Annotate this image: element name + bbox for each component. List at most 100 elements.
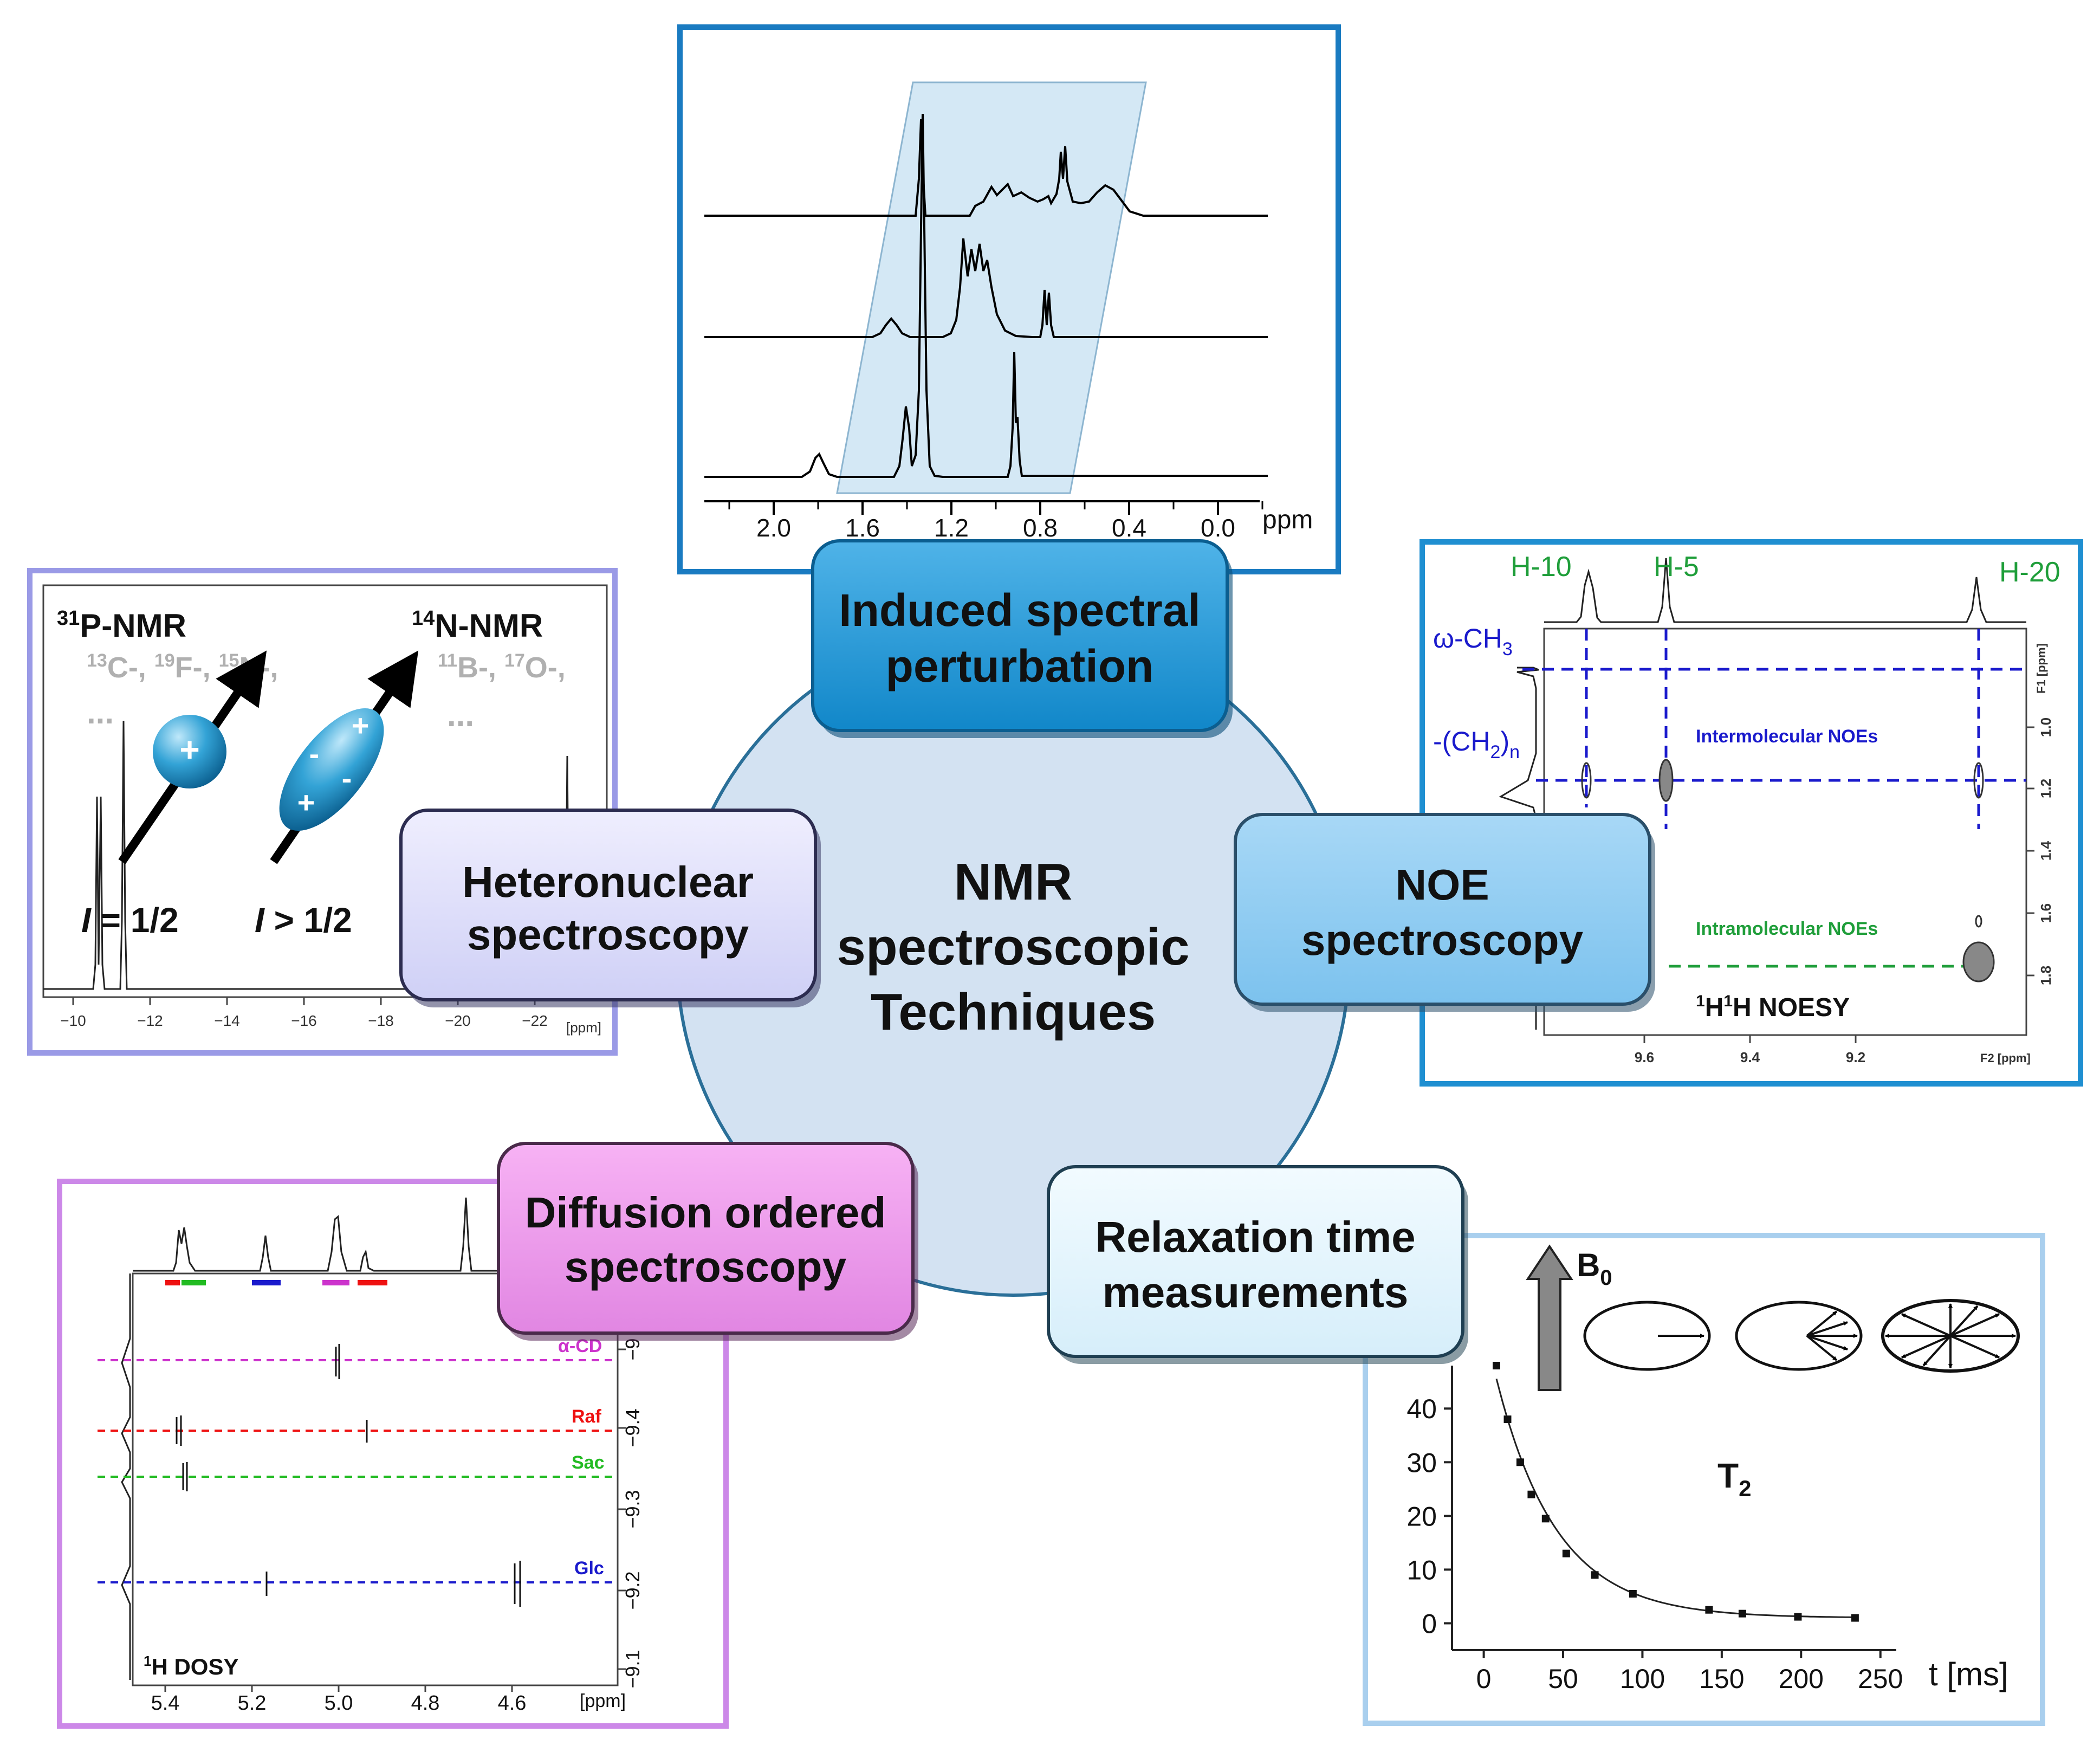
spectrum-trace-bottom <box>704 113 1268 478</box>
relax-button-body[interactable] <box>1047 1165 1464 1358</box>
noe-y-unit: F1 [ppm] <box>2034 643 2048 694</box>
t2-data-point <box>1562 1549 1570 1557</box>
t2-label: T2 <box>1717 1456 1751 1501</box>
hetero-tick-label: −10 <box>60 1012 86 1029</box>
t2-data-point <box>1541 1515 1550 1523</box>
b0-label: B0 <box>1577 1247 1612 1290</box>
dosy-title: 1H DOSY <box>144 1653 239 1679</box>
relax-button-line1: Relaxation time <box>1095 1213 1415 1261</box>
dephased-vectors <box>1885 1303 2016 1368</box>
t2-data-point <box>1705 1606 1713 1614</box>
center-title-line1: NMR <box>954 853 1073 911</box>
b0-field-arrow-icon <box>1526 1244 1573 1391</box>
fan-vector <box>1806 1335 1848 1350</box>
hetero-14n-label: 14N-NMR <box>412 607 543 644</box>
relax-x-tick-label: 250 <box>1858 1664 1903 1694</box>
noe-x-unit: F2 [ppm] <box>1980 1051 2031 1065</box>
heteronuclear-spectroscopy-button[interactable]: Heteronuclear spectroscopy <box>399 809 821 1007</box>
dephase-vector <box>1901 1313 1951 1337</box>
dosy-label-glc: Glc <box>574 1558 604 1579</box>
center-title-line3: Techniques <box>871 983 1156 1041</box>
noe-y-tick-label: 1.8 <box>2038 966 2054 985</box>
dosy-2d-plot-frame <box>132 1272 619 1686</box>
relaxation-time-measurements-button[interactable]: Relaxation time measurements <box>1047 1165 1468 1364</box>
noe-spectroscopy-button[interactable]: NOE spectroscopy <box>1234 813 1655 1012</box>
relax-y-tick-label: 30 <box>1407 1447 1437 1478</box>
t2-data-point <box>1591 1571 1599 1579</box>
hetero-peak-doublet-left <box>43 720 607 990</box>
dosy-label-raf: Raf <box>572 1406 601 1427</box>
noe-crosspeak <box>1973 762 1984 799</box>
noe-intermolecular-label: Intermolecular NOEs <box>1696 726 1878 747</box>
noe-projection-top <box>1544 558 2026 623</box>
t2-data-point <box>1851 1614 1859 1622</box>
noe-ch2-label: -(CH2)n <box>1433 726 1520 762</box>
relax-x-tick-label: 150 <box>1699 1664 1744 1694</box>
relax-x-unit: t [ms] <box>1929 1656 2008 1692</box>
induced-spectral-perturbation-button[interactable]: Induced spectral perturbation <box>811 539 1233 738</box>
spin-quadrupole-label: I > 1/2 <box>255 901 352 940</box>
noe-button-line2: spectroscopy <box>1301 916 1584 964</box>
quad-charge-minus-right: - <box>342 761 352 795</box>
noe-title: 1H1H NOESY <box>1696 992 1850 1022</box>
diffusion-ordered-spectroscopy-button[interactable]: Diffusion ordered spectroscopy <box>497 1142 918 1341</box>
hetero-tick-label: −20 <box>445 1012 471 1029</box>
dephase-vector <box>1950 1335 2000 1359</box>
diffusion-button-body[interactable] <box>497 1142 915 1335</box>
noe-projection-left <box>1499 667 1539 1030</box>
dosy-x-tick-label: 4.8 <box>411 1692 440 1715</box>
relax-y-tick-label: 20 <box>1407 1501 1437 1531</box>
dosy-y-ticks: −9−9.4−9.3−9.2−9.1 <box>618 1338 644 1689</box>
t2-data-point <box>1516 1458 1524 1466</box>
diffusion-button-line2: spectroscopy <box>565 1243 847 1291</box>
t2-data-point <box>1503 1415 1512 1424</box>
induced-tick-label: 0.0 <box>1201 514 1235 542</box>
dosy-y-tick-label: −9.4 <box>621 1408 644 1447</box>
hetero-button-body[interactable] <box>399 809 817 1001</box>
induced-tick-label: 2.0 <box>756 514 791 542</box>
fan-vector <box>1806 1335 1838 1361</box>
diffusion-button-line1: Diffusion ordered <box>525 1188 886 1237</box>
hetero-tick-label: −14 <box>214 1012 240 1029</box>
relax-x-tick-label: 200 <box>1779 1664 1824 1694</box>
spectrum-trace-top <box>704 119 1268 217</box>
hetero-x-unit: [ppm] <box>566 1019 601 1036</box>
center-title-line2: spectroscopic <box>837 918 1190 976</box>
relax-button-line2: measurements <box>1103 1268 1409 1316</box>
dosy-x-tick-label: 5.0 <box>325 1692 353 1715</box>
induced-tick-label: 0.4 <box>1112 514 1146 542</box>
noe-button-body[interactable] <box>1234 813 1651 1006</box>
magnetization-ellipse-dephased <box>1881 1299 2020 1373</box>
t2-data-points <box>1493 1362 1859 1622</box>
hetero-right-ellipsis: ... <box>447 697 474 733</box>
noe-crosspeak <box>1658 759 1674 802</box>
dosy-x-tick-label: 5.2 <box>238 1692 267 1715</box>
hetero-tick-label: −16 <box>291 1012 317 1029</box>
dephase-vector <box>1949 1305 1979 1337</box>
induced-button-body[interactable] <box>811 539 1229 732</box>
dephase-vector <box>1950 1313 2000 1337</box>
dosy-y-tick-label: −9 <box>621 1338 644 1360</box>
dephase-vector <box>1922 1335 1952 1367</box>
noe-button-line1: NOE <box>1395 861 1489 909</box>
noe-peak-label-h20: H-20 <box>1999 557 2060 588</box>
dephase-vector <box>1901 1335 1951 1359</box>
dosy-y-tick-label: −9.2 <box>621 1571 644 1609</box>
quad-charge-plus-bottom: + <box>297 785 315 819</box>
noe-y-ticks: 1.01.21.41.61.8 <box>2026 717 2054 985</box>
noe-intramolecular-label: Intramolecular NOEs <box>1696 919 1878 939</box>
t2-data-point <box>1527 1490 1535 1498</box>
dosy-projection-top <box>133 1194 542 1272</box>
relax-x-tick-label: 100 <box>1620 1664 1665 1694</box>
quad-charge-minus-left: - <box>309 736 320 771</box>
induced-tick-label: 1.2 <box>934 514 969 542</box>
relax-x-tick-label: 0 <box>1476 1664 1492 1694</box>
dosy-peaks <box>176 1344 521 1607</box>
noe-y-tick-label: 1.6 <box>2038 903 2054 923</box>
dosy-label-sac: Sac <box>572 1452 605 1473</box>
induced-tick-label: 1.6 <box>845 514 880 542</box>
